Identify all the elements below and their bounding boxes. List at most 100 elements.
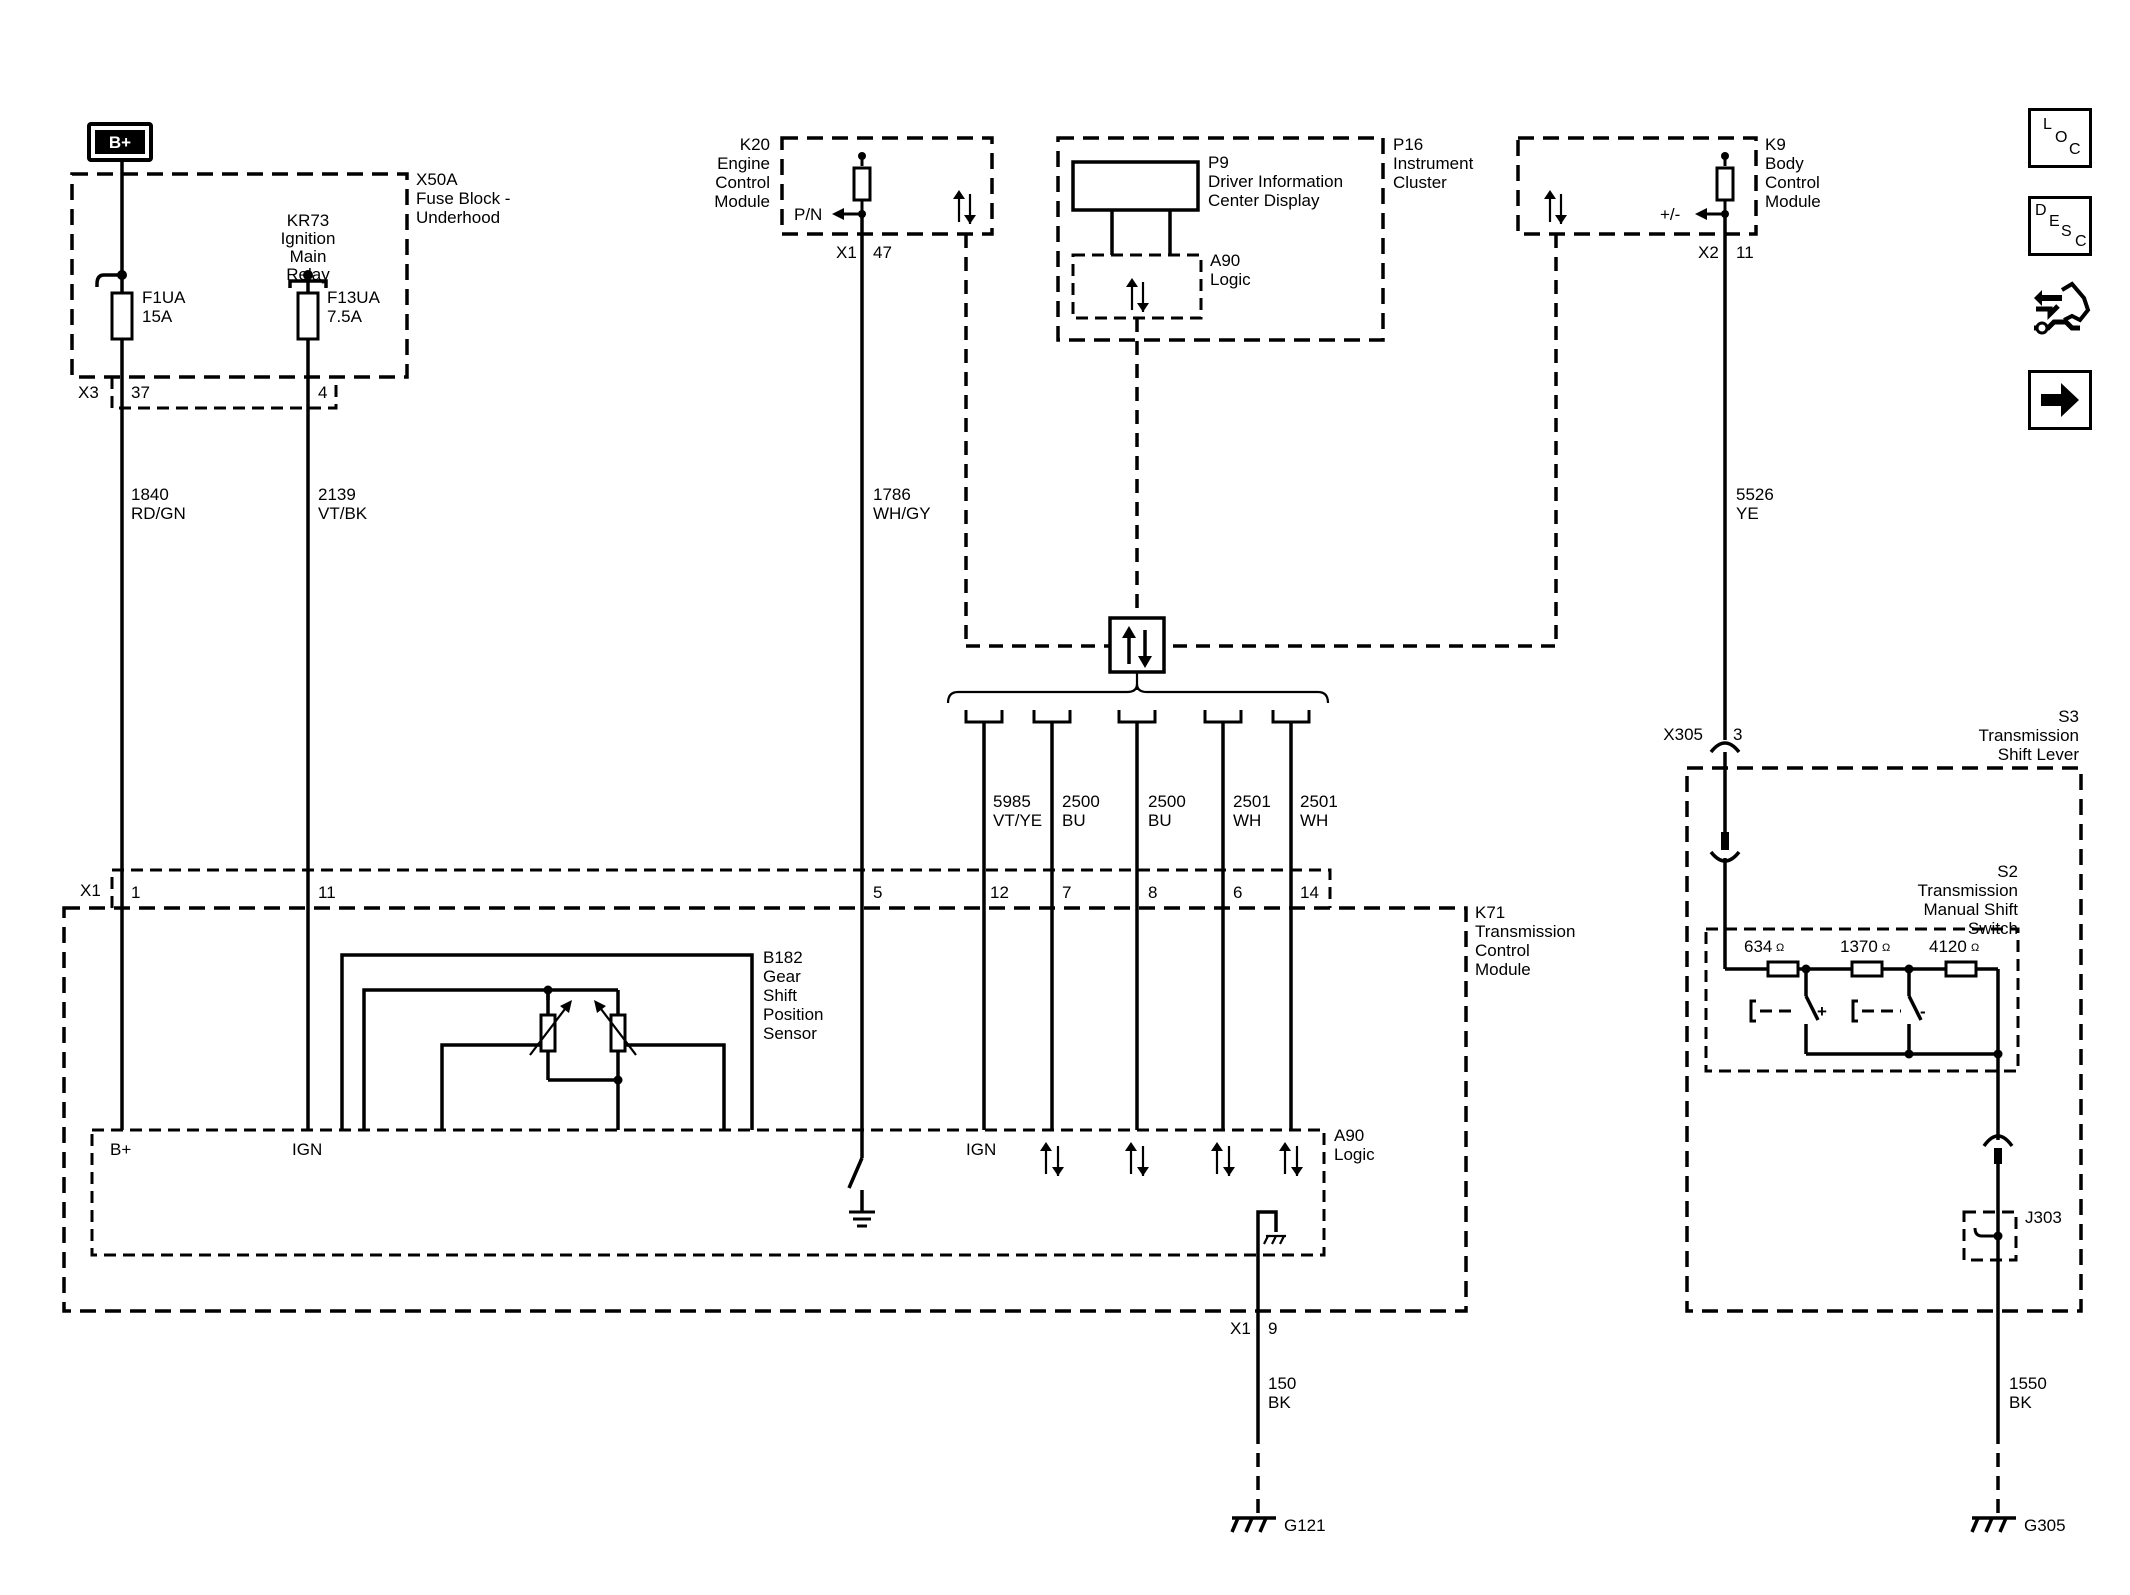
w5526-circuit: 5526 [1736,485,1774,504]
bcm-data-arrows-icon [1544,190,1567,224]
shift-switch-line1: Transmission [1918,881,2018,900]
loc-button[interactable]: L O C [2028,108,2092,168]
bcm-line1: Body [1765,154,1804,173]
tcm-line2: Control [1475,941,1530,960]
x3-connector-box [110,377,338,410]
splice-label: J303 [2025,1208,2062,1227]
x3-label: X3 [78,383,99,402]
ipc-data-arrows-icon [1126,278,1149,312]
dic-name: P9 [1208,153,1229,172]
upshift-contact [1804,995,1820,1021]
fuse-block-desc2: Underhood [416,208,500,227]
w2500a-color: BU [1062,811,1086,830]
ipc-logic-name: A90 [1210,251,1240,270]
relay-name: KR73 [287,211,330,230]
tcm-logic-name: A90 [1334,1126,1364,1145]
tcm-logic-box [90,1128,1326,1257]
loc-icon: L O C [2031,111,2089,165]
fuse1-name: F1UA [142,288,186,307]
ipc-line2: Cluster [1393,173,1447,192]
tcm-ground-connector: X1 [1230,1319,1251,1338]
tcm-logic-bplus: B+ [110,1140,131,1159]
bus-brace [946,683,1330,704]
bcm-name: K9 [1765,135,1786,154]
w2501a-circuit: 2501 [1233,792,1271,811]
tcm-line1: Transmission [1475,922,1575,941]
ipc-box [1056,136,1385,342]
tcm-chassis-ground-wire [1256,1210,1278,1311]
shift-lever-line1: Transmission [1979,726,2079,745]
tcm-connector: X1 [80,881,101,900]
fuse-f1ua [110,291,134,341]
tcm-pin-6: 6 [1233,883,1242,902]
hub-data-arrows-icon [1122,626,1152,668]
ecm-pn-label: P/N [794,205,822,224]
ground-g121-icon [1230,1516,1276,1533]
desc-icon: D E S C [2031,199,2089,253]
x305-pin: 3 [1733,725,1742,744]
fuse-block-name: X50A [416,170,458,189]
next-arrow-button[interactable] [2028,370,2092,430]
ground-g305: G305 [2024,1516,2066,1535]
tcm-data-arrows-icon [1040,1142,1303,1176]
tcm-pin-14: 14 [1300,883,1319,902]
tcm-pin-12: 12 [990,883,1009,902]
tcm-box [62,906,1468,1313]
fuse-block-box [70,172,409,379]
tcm-pin-1: 1 [131,883,140,902]
tcm-pin-7: 7 [1062,883,1071,902]
ecm-pullup-resistor [852,166,872,202]
w2501b-color: WH [1300,811,1328,830]
splice-j303-box [1962,1210,2018,1262]
w1840-color: RD/GN [131,504,186,523]
w150-color: BK [1268,1393,1291,1412]
r1-ohm: Ω [1776,942,1784,954]
tcm-line3: Module [1475,960,1531,979]
x305-connector [1709,741,1741,754]
dic-line2: Center Display [1208,191,1320,210]
ecm-connector: X1 [836,243,857,262]
tcm-pin-5: 5 [873,883,882,902]
r1-value: 634 [1744,937,1772,956]
sensor-line4: Sensor [763,1024,817,1043]
fuse1-rating: 15A [142,307,173,326]
battery-supply: B+ [87,122,153,162]
desc-letter-d: D [2035,202,2047,219]
connector-repair-icon [2034,281,2091,335]
fuse-block-desc1: Fuse Block - [416,189,510,208]
bus-hook [95,273,122,287]
relay-line1: Ignition [281,229,336,248]
x3-pin37: 37 [131,383,150,402]
w2139-circuit: 2139 [318,485,356,504]
gear-shift-position-sensor [340,953,754,1130]
loc-letter-c: C [2069,141,2081,158]
desc-button[interactable]: D E S C [2028,196,2092,256]
w2500b-circuit: 2500 [1148,792,1186,811]
bcm-line2: Control [1765,173,1820,192]
fuse2-rating: 7.5A [327,307,363,326]
supply-label: B+ [109,133,131,152]
relay-line2: Main [290,247,327,266]
dic-display [1071,160,1200,212]
chassis-ground-icon [1263,1234,1286,1245]
fuse-f13ua [296,291,320,341]
connector-repair-button[interactable] [2028,276,2092,346]
desc-letter-s: S [2061,223,2072,240]
sensor-line1: Gear [763,967,801,986]
loc-letter-l: L [2043,116,2052,133]
tcm-name: K71 [1475,903,1505,922]
r2-ohm: Ω [1882,942,1890,954]
tcm-ground-icon [849,1210,875,1228]
bcm-pullup-resistor [1715,166,1735,202]
shift-lever-box [1685,766,2083,1313]
x305-label: X305 [1663,725,1703,744]
shift-switch-connector [1982,1134,2014,1148]
tcm-logic-ign1: IGN [292,1140,322,1159]
w5985-circuit: 5985 [993,792,1031,811]
r3-ohm: Ω [1971,942,1979,954]
w2500a-circuit: 2500 [1062,792,1100,811]
relay-contact [288,279,328,288]
ground-g305-icon [1970,1516,2016,1533]
downshift-contact [1907,995,1923,1021]
bcm-box [1516,136,1758,236]
